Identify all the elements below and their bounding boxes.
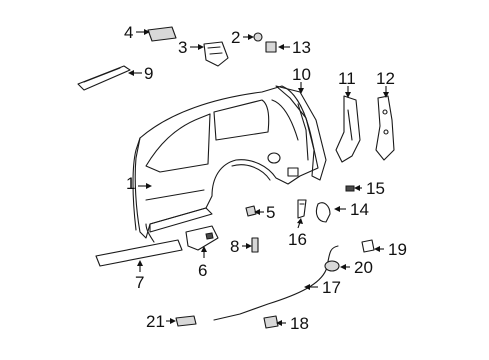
clip-part-15 <box>345 185 355 192</box>
callout-19: 19 <box>388 240 407 259</box>
handle-part-18 <box>263 315 279 329</box>
callout-3: 3 <box>178 38 187 57</box>
pillar-part-10 <box>275 85 327 181</box>
callout-2: 2 <box>231 28 240 47</box>
callout-21: 21 <box>146 312 165 331</box>
callout-18: 18 <box>290 314 309 333</box>
molding-part-9 <box>77 65 131 91</box>
hinge-part-16 <box>297 199 307 219</box>
leader-lines <box>128 29 389 326</box>
callout-10: 10 <box>292 65 311 84</box>
callout-20: 20 <box>354 258 373 277</box>
reinforcement-part-12 <box>375 95 395 161</box>
pad-part-4 <box>147 26 177 42</box>
rocker-molding-part-7 <box>95 239 183 267</box>
bracket-part-3 <box>203 41 229 67</box>
callout-8: 8 <box>230 237 239 256</box>
callout-17: 17 <box>322 278 341 297</box>
callout-1: 1 <box>126 174 135 193</box>
callout-13: 13 <box>292 38 311 57</box>
callout-12: 12 <box>376 69 395 88</box>
bracket-part-6 <box>185 225 219 251</box>
clip-part-5 <box>245 205 257 217</box>
callout-7: 7 <box>135 273 144 292</box>
callout-11: 11 <box>338 69 356 88</box>
lever-part-21 <box>175 315 197 327</box>
clip-part-2 <box>253 32 263 42</box>
callout-6: 6 <box>198 261 207 280</box>
quarter-panel-part <box>132 85 319 243</box>
cable-part-17 <box>213 245 339 321</box>
callout-9: 9 <box>144 64 153 83</box>
callout-4: 4 <box>124 23 133 42</box>
clip-part-19 <box>361 239 375 253</box>
inner-panel-part-11 <box>335 95 361 163</box>
fuel-door-part-14 <box>315 202 331 223</box>
clip-part-13 <box>265 41 277 53</box>
callout-labels: 1 2 3 4 5 6 7 8 9 10 11 12 13 14 15 16 1… <box>124 23 407 333</box>
callout-16: 16 <box>288 230 307 249</box>
callout-5: 5 <box>266 203 275 222</box>
stud-part-8 <box>251 237 259 253</box>
callout-14: 14 <box>350 200 369 219</box>
callout-15: 15 <box>366 179 385 198</box>
grommet-part-20 <box>324 260 340 272</box>
